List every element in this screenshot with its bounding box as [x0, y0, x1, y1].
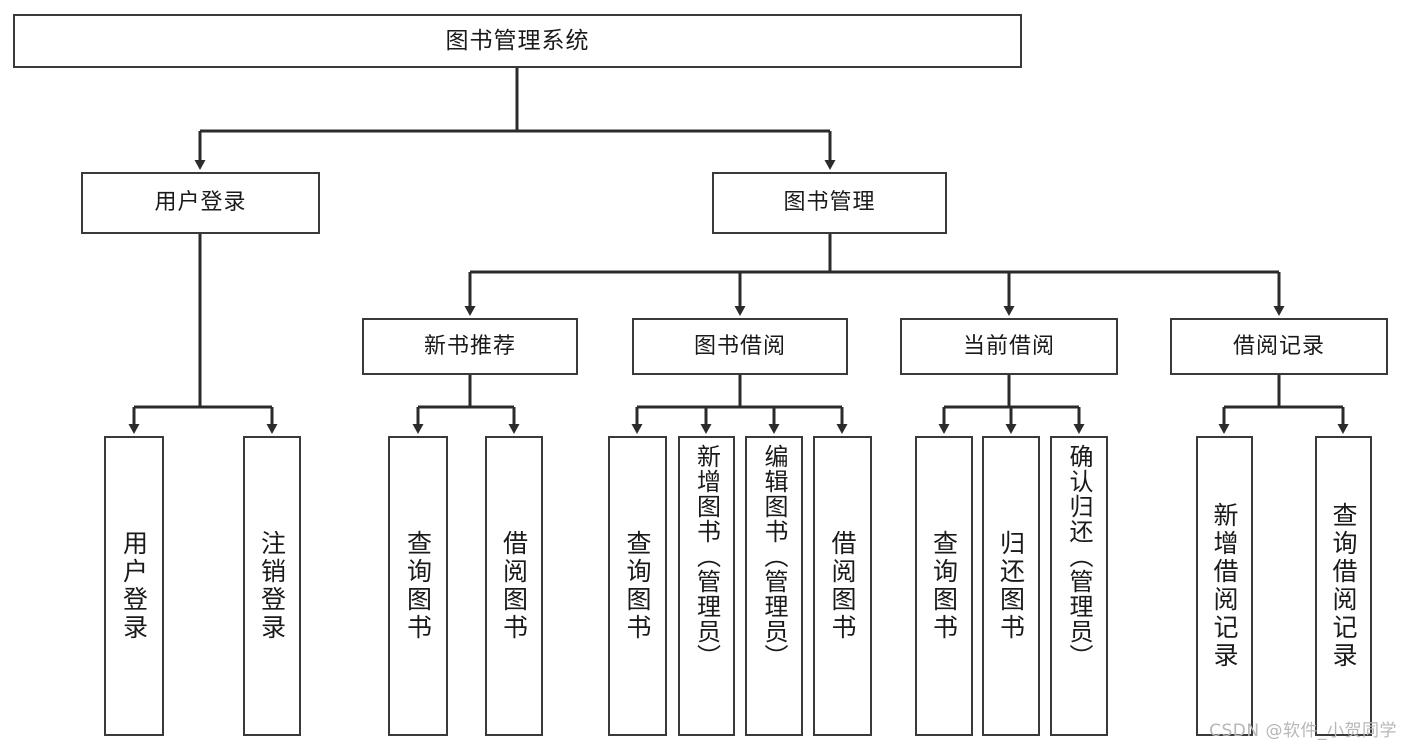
leaf-node-borrow-book[interactable]: 借阅图书	[813, 436, 872, 736]
node-label: 查询图书	[623, 530, 652, 642]
node-label: 图书管理	[783, 190, 876, 216]
node-new-book-recommend[interactable]: 新书推荐	[362, 318, 578, 375]
leaf-node-user-logout[interactable]: 注销登录	[243, 436, 301, 736]
node-label: 借阅图书	[499, 530, 529, 642]
node-label: 图书管理系统	[445, 27, 590, 54]
node-current-borrow[interactable]: 当前借阅	[900, 318, 1118, 375]
node-label: 编辑图书（管理员）	[760, 444, 788, 669]
node-label: 图书借阅	[693, 333, 786, 359]
node-book-borrow[interactable]: 图书借阅	[632, 318, 848, 375]
leaf-node-borrow-book-recommend[interactable]: 借阅图书	[485, 436, 543, 736]
node-label: 归还图书	[996, 530, 1026, 642]
node-label: 注销登录	[257, 530, 287, 642]
node-root-system[interactable]: 图书管理系统	[13, 14, 1022, 68]
leaf-node-user-login[interactable]: 用户登录	[104, 436, 164, 736]
node-label: 借阅记录	[1232, 333, 1325, 359]
leaf-node-add-borrow-record[interactable]: 新增借阅记录	[1196, 436, 1253, 736]
node-label: 用户登录	[154, 190, 247, 216]
node-borrow-record[interactable]: 借阅记录	[1170, 318, 1388, 375]
node-label: 新书推荐	[423, 333, 516, 359]
node-label: 新增借阅记录	[1210, 502, 1239, 670]
leaf-node-return-book[interactable]: 归还图书	[982, 436, 1040, 736]
node-book-management[interactable]: 图书管理	[712, 172, 947, 234]
leaf-node-query-book-current[interactable]: 查询图书	[915, 436, 973, 736]
leaf-node-confirm-return-admin[interactable]: 确认归还（管理员）	[1050, 436, 1108, 736]
node-label: 用户登录	[119, 530, 149, 642]
leaf-node-edit-book-admin[interactable]: 编辑图书（管理员）	[745, 436, 803, 736]
node-label: 确认归还（管理员）	[1065, 444, 1093, 669]
leaf-node-query-book-recommend[interactable]: 查询图书	[388, 436, 448, 736]
leaf-node-query-borrow-record[interactable]: 查询借阅记录	[1315, 436, 1372, 736]
node-label: 当前借阅	[962, 333, 1055, 359]
node-label: 查询借阅记录	[1329, 502, 1358, 670]
csdn-watermark: CSDN @软件_小贺同学	[1209, 721, 1397, 741]
node-label: 查询图书	[929, 530, 959, 642]
leaf-node-add-book-admin[interactable]: 新增图书（管理员）	[678, 436, 735, 736]
node-label: 新增图书（管理员）	[692, 444, 721, 669]
node-label: 查询图书	[403, 530, 433, 642]
node-user-login[interactable]: 用户登录	[81, 172, 320, 234]
leaf-node-query-book[interactable]: 查询图书	[608, 436, 667, 736]
node-label: 借阅图书	[828, 530, 857, 642]
